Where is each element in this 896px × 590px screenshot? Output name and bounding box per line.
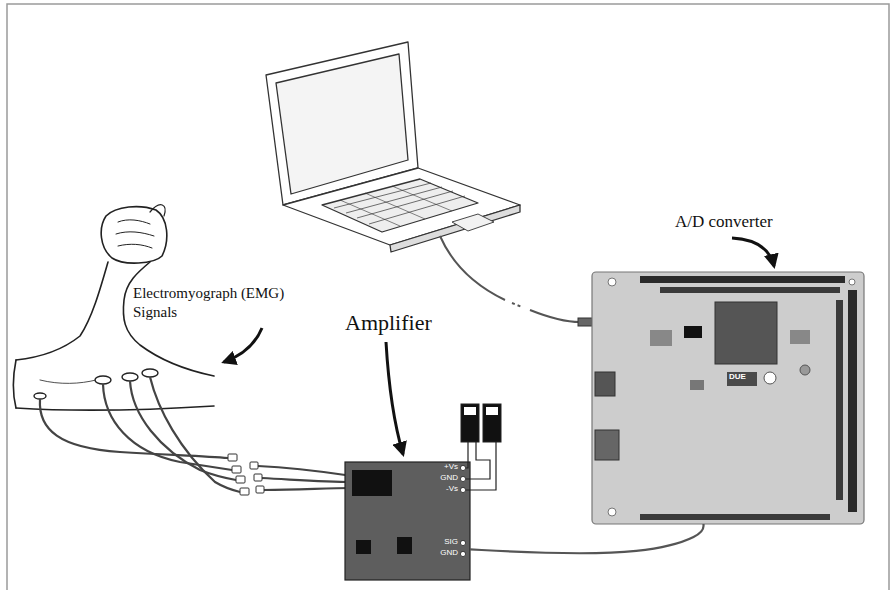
electrode-leads <box>40 377 352 492</box>
callout-arrow <box>224 238 774 454</box>
battery <box>461 404 501 490</box>
electrodes <box>34 369 158 399</box>
pin-label: GND <box>440 474 458 483</box>
converter-box: A/D converterDUE <box>592 272 864 524</box>
node-heading: A/D converter <box>675 212 773 232</box>
callout-label: Electromyograph (EMG) Signals <box>133 284 311 322</box>
pin-label: +Vs <box>444 463 458 472</box>
signal-wire <box>470 524 704 553</box>
amplifier-board <box>345 462 470 580</box>
board-logo: DUE <box>729 373 746 382</box>
usb-cable <box>440 236 592 326</box>
arm <box>13 205 214 410</box>
arduino-board <box>592 272 864 524</box>
amplifier-box: Amplifier+VsGND-VsSIGGND <box>345 462 470 580</box>
node-heading: Amplifier <box>345 310 432 336</box>
pin-label: SIG <box>444 538 458 547</box>
frame <box>7 4 889 590</box>
pin-label: -Vs <box>446 485 458 494</box>
laptop <box>266 42 520 252</box>
lead-plugs <box>228 454 264 495</box>
pin-label: GND <box>440 549 458 558</box>
